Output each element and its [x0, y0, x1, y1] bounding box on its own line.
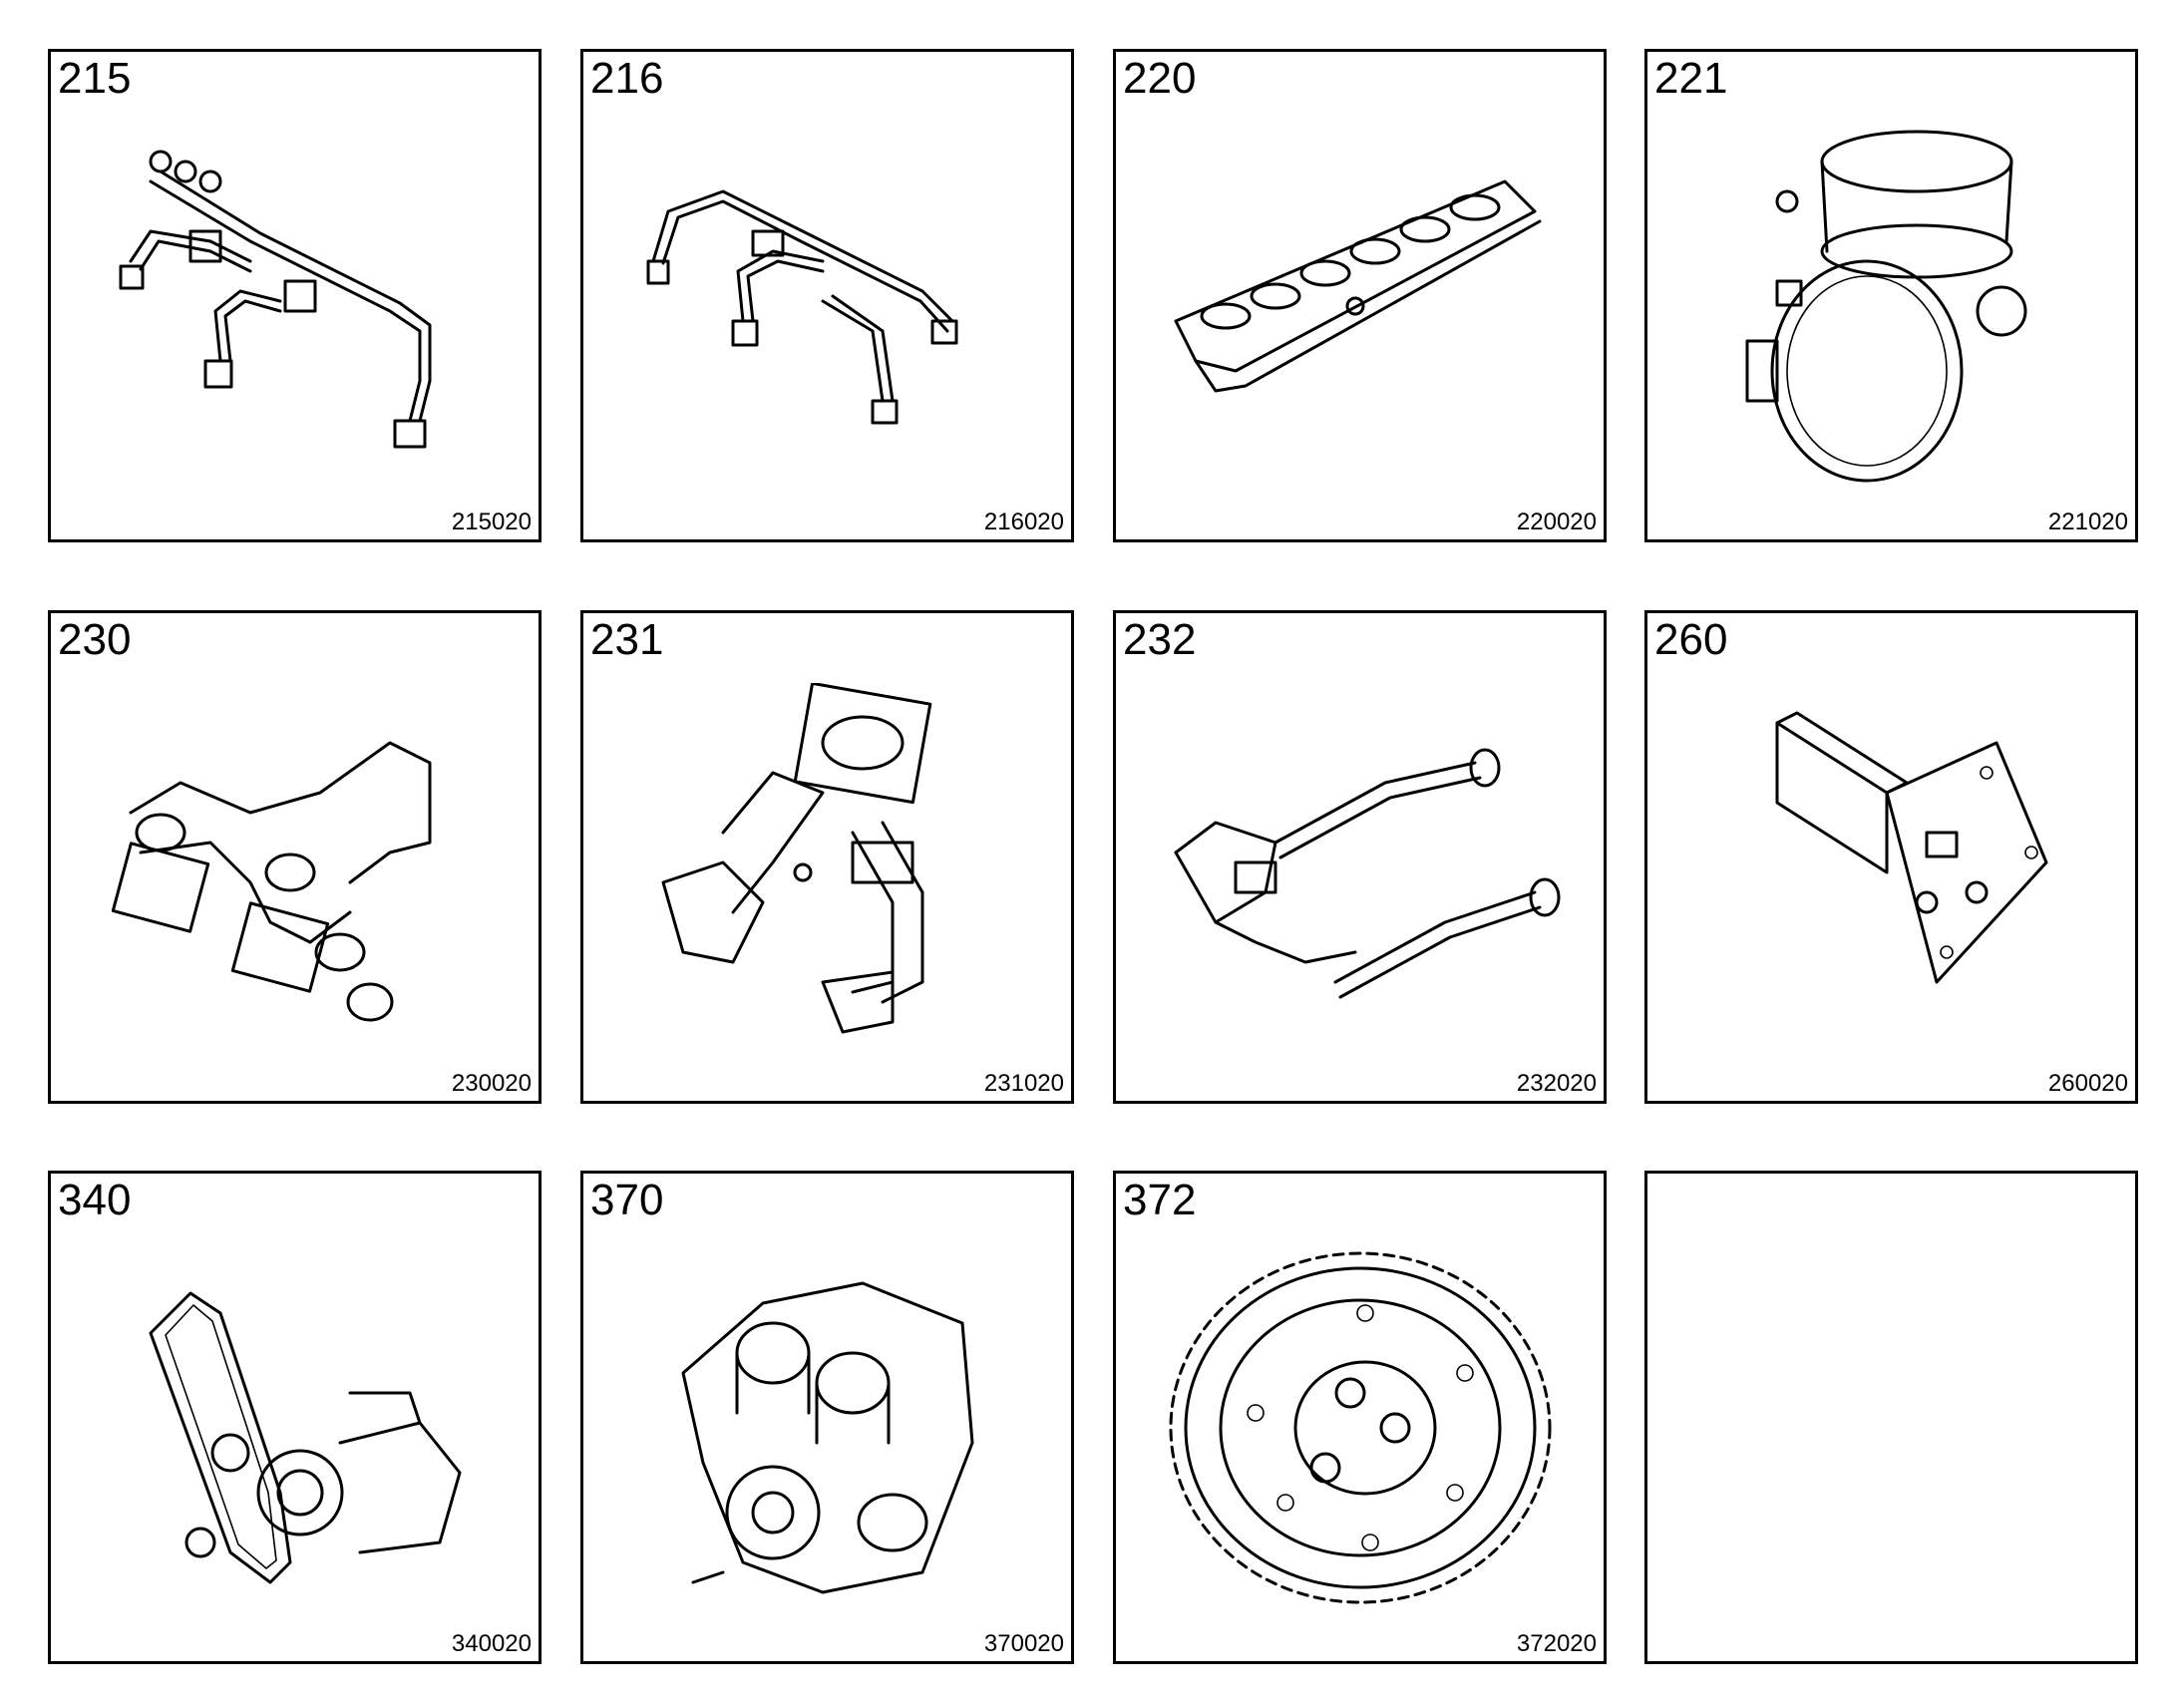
part-number: 220 — [1123, 54, 1197, 103]
drawing-code: 230020 — [451, 1070, 532, 1097]
drawing-code: 370020 — [983, 1630, 1064, 1657]
part-panel-empty — [1644, 1171, 2138, 1664]
sensor-plate-icon — [1775, 711, 2048, 984]
gear-wheel-icon — [1169, 1251, 1552, 1604]
part-number: 372 — [1123, 1176, 1197, 1224]
air-elbow-icon — [1745, 130, 2027, 483]
part-panel-372[interactable]: 372 372020 — [1113, 1171, 1607, 1664]
drawing-code: 216020 — [983, 509, 1064, 535]
part-panel-232[interactable]: 232 232020 — [1113, 610, 1607, 1104]
part-number: 340 — [58, 1176, 132, 1224]
drawing-code: 260020 — [2047, 1070, 2128, 1097]
rocker-arm-assembly-icon — [1174, 179, 1542, 393]
manifold-pipes-icon — [1174, 748, 1561, 999]
part-panel-370[interactable]: 370 370020 — [580, 1171, 1074, 1664]
fuel-injection-lines-icon — [119, 150, 432, 449]
part-number: 370 — [590, 1176, 664, 1224]
part-panel-260[interactable]: 260 260020 — [1644, 610, 2138, 1104]
part-number: 232 — [1123, 615, 1197, 664]
part-number: 216 — [590, 54, 664, 103]
drawing-code: 231020 — [983, 1070, 1064, 1097]
part-number: 215 — [58, 54, 132, 103]
part-number: 260 — [1654, 615, 1728, 664]
part-panel-230[interactable]: 230 230020 — [48, 610, 542, 1104]
part-number: 231 — [590, 615, 664, 664]
drawing-code: 215020 — [451, 509, 532, 535]
drawing-code: 232020 — [1516, 1070, 1597, 1097]
part-panel-340[interactable]: 340 340020 — [48, 1171, 542, 1664]
part-panel-221[interactable]: 221 221020 — [1644, 49, 2138, 542]
drawing-code: 221020 — [2047, 509, 2128, 535]
intake-manifold-icon — [661, 683, 932, 1034]
drawing-code: 220020 — [1516, 509, 1597, 535]
part-panel-216[interactable]: 216 216020 — [580, 49, 1074, 542]
pump-housing-icon — [681, 1281, 974, 1594]
part-panel-220[interactable]: 220 220020 — [1113, 49, 1607, 542]
part-number: 221 — [1654, 54, 1728, 103]
part-panel-231[interactable]: 231 231020 — [580, 610, 1074, 1104]
intake-manifold-assembly-icon — [111, 741, 432, 1022]
belt-drive-icon — [149, 1291, 462, 1584]
drawing-code: 340020 — [451, 1630, 532, 1657]
fuel-lines-icon — [646, 189, 958, 425]
part-number: 230 — [58, 615, 132, 664]
part-panel-215[interactable]: 215 215020 — [48, 49, 542, 542]
drawing-code: 372020 — [1516, 1630, 1597, 1657]
